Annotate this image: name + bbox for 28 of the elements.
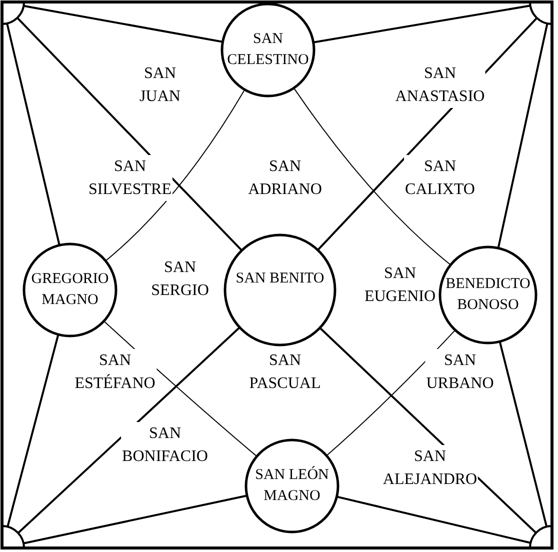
corner-arc bbox=[530, 526, 552, 548]
corner-arc bbox=[2, 526, 24, 548]
connector-line bbox=[23, 494, 248, 544]
node-label: GREGORIO MAGNO bbox=[30, 270, 110, 310]
connector-line bbox=[16, 17, 243, 252]
circle-node bbox=[24, 244, 116, 336]
connector-curve bbox=[293, 88, 452, 266]
node-label: SAN LEÓN MAGNO bbox=[254, 465, 330, 506]
saint-name: SAN SILVESTRE bbox=[88, 155, 172, 201]
connector-line bbox=[17, 326, 240, 534]
connector-line bbox=[313, 4, 530, 44]
node-label: SAN CELESTINO bbox=[226, 30, 310, 70]
circle-node bbox=[246, 440, 338, 532]
connector-line bbox=[6, 23, 60, 246]
circle-node bbox=[440, 247, 536, 343]
connector-line bbox=[23, 4, 223, 43]
connector-line bbox=[497, 23, 548, 248]
connector-curve bbox=[105, 89, 246, 262]
circle-node bbox=[225, 235, 335, 345]
connector-line bbox=[498, 341, 548, 527]
node-label: BENEDICTO BONOSO bbox=[444, 275, 532, 315]
corner-arc bbox=[530, 2, 552, 24]
connector-curve bbox=[326, 330, 456, 456]
connector-line bbox=[6, 334, 60, 527]
connector-line bbox=[336, 496, 531, 544]
corner-arc bbox=[2, 2, 24, 24]
node-label: SAN BENITO bbox=[235, 270, 325, 288]
circle-node bbox=[222, 4, 314, 96]
